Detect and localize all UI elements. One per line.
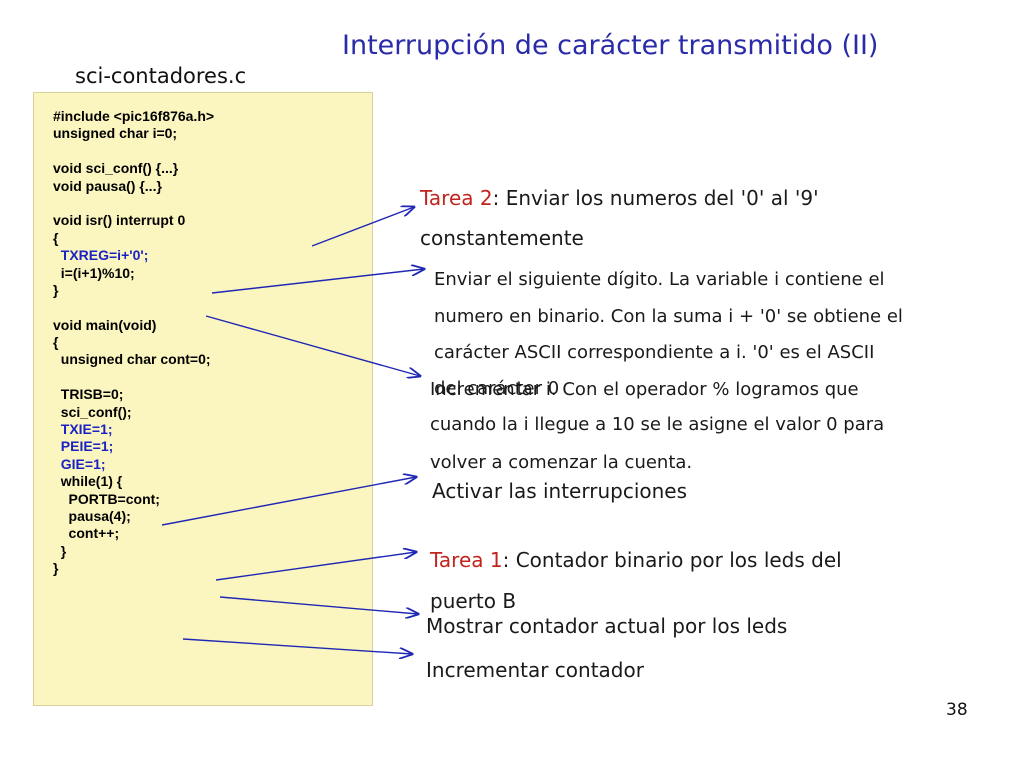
code-line: cont++; [53,525,120,542]
code-line: void pausa() {...} [53,177,162,194]
code-line: i=(i+1)%10; [53,264,135,281]
activar-interrupciones: Activar las interrupciones [432,479,688,503]
tarea1-text: : Contador binario por los leds del [502,548,842,572]
tarea2-line2: constantemente [420,226,584,250]
code-line: unsigned char cont=0; [53,351,211,368]
incrementar-i-line3: volver a comenzar la cuenta. [430,452,693,473]
mostrar-contador: Mostrar contador actual por los leds [426,614,788,638]
code-line: } [53,560,59,577]
tarea1-label: Tarea 1 [430,548,503,572]
arrow-cont [182,638,412,654]
incrementar-contador: Incrementar contador [426,658,644,682]
code-line: PORTB=cont; [53,490,160,507]
code-line: void isr() interrupt 0 [53,212,186,229]
code-line: void sci_conf() {...} [53,160,179,177]
code-line: { [53,229,59,246]
code-line: sci_conf(); [53,403,132,420]
code-line: } [53,542,67,559]
code-line: void main(void) [53,316,157,333]
arrow-interrupts [161,477,416,526]
incrementar-i-line1: Incrementar i. Con el operador % logramo… [430,379,859,400]
enviar-line4: del carácter 0 [434,378,560,399]
enviar-line3: carácter ASCII correspondiente a i. '0' … [434,342,875,363]
code-box [33,92,373,706]
code-line: TXREG=i+'0'; [53,247,149,264]
arrow-pausa [219,596,418,614]
arrow-isr [311,207,414,247]
arrow-txreg [211,269,424,294]
tarea2-text: : Enviar los numeros del '0' al '9' [492,186,819,210]
tarea2-line1: Tarea 2: Enviar los numeros del '0' al '… [420,186,819,210]
tarea1-line1: Tarea 1: Contador binario por los leds d… [430,548,842,572]
code-line: pausa(4); [53,507,131,524]
code-filename: sci-contadores.c [75,64,247,88]
code-line: GIE=1; [53,455,106,472]
code-line: { [53,334,59,351]
slide-title: Interrupción de carácter transmitido (II… [342,30,879,61]
enviar-line2: numero en binario. Con la suma i + '0' s… [434,306,903,327]
code-listing: #include <pic16f876a.h>unsigned char i=0… [53,108,214,578]
page-number: 38 [946,700,968,720]
arrow-increment-i [205,315,420,376]
code-line: unsigned char i=0; [53,125,178,142]
tarea1-line2: puerto B [430,589,517,613]
code-line: TRISB=0; [53,386,124,403]
arrow-portb [215,552,416,581]
incrementar-i-line2: cuando la i llegue a 10 se le asigne el … [430,414,885,435]
enviar-line1: Enviar el siguiente dígito. La variable … [434,269,885,290]
tarea2-label: Tarea 2 [420,186,493,210]
code-line: PEIE=1; [53,438,114,455]
code-line: } [53,281,59,298]
code-line: TXIE=1; [53,421,113,438]
code-line: while(1) { [53,473,123,490]
code-line: #include <pic16f876a.h> [53,108,215,124]
